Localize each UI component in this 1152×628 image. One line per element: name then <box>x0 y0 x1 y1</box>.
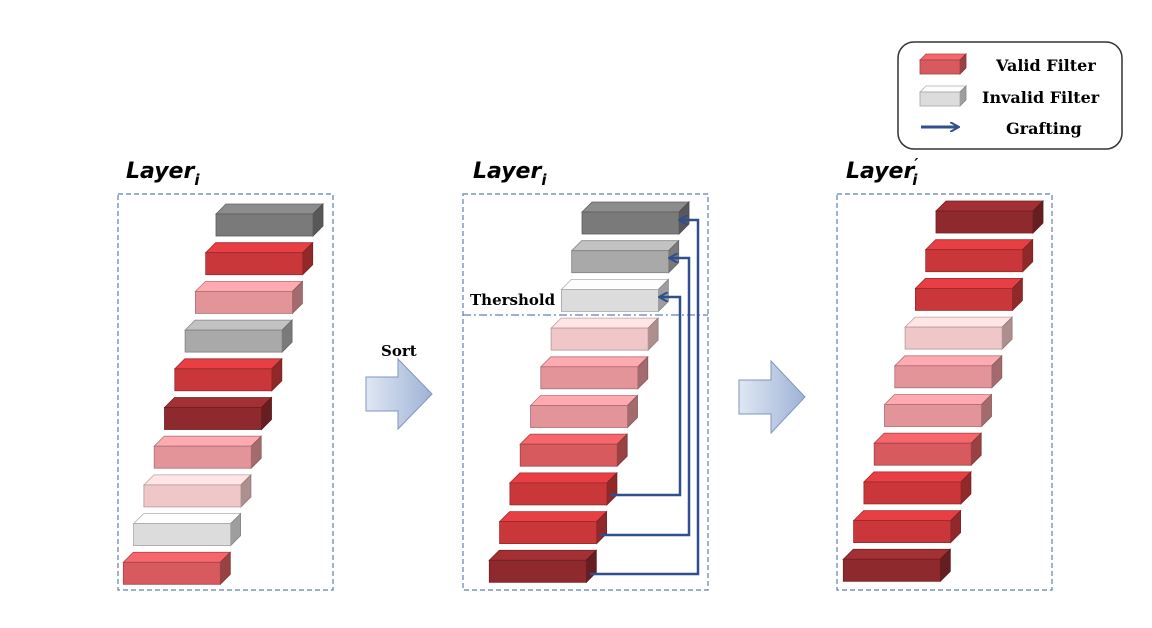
valid-filter-swatch-block <box>919 53 967 75</box>
left-filter-block <box>153 435 263 470</box>
legend-grafting-label: Grafting <box>1006 119 1082 138</box>
left-filter-block <box>163 396 273 431</box>
right-filter-stack <box>842 200 1044 583</box>
left-filter-block <box>132 512 242 547</box>
right-panel-frame <box>836 193 1053 591</box>
left-filter-block <box>122 551 232 586</box>
left-panel-title: Layeri <box>126 159 200 189</box>
middle-panel-frame <box>462 193 709 591</box>
grafting-arrow-1 <box>590 220 700 576</box>
threshold-label: Thershold <box>470 291 556 309</box>
right-filter-block <box>893 354 1003 389</box>
left-filter-block <box>215 203 324 237</box>
right-filter-block <box>904 316 1014 351</box>
middle-filter-block <box>508 471 618 506</box>
middle-filter-block <box>570 239 680 274</box>
middle-filter-block <box>560 278 670 313</box>
middle-filter-block <box>519 433 629 468</box>
left-filter-block <box>184 319 294 354</box>
left-filter-block <box>204 241 314 276</box>
left-panel-frame <box>117 193 334 591</box>
right-filter-block <box>883 393 993 428</box>
valid-filter-swatch <box>919 53 967 75</box>
middle-filter-block <box>550 317 660 352</box>
grafting-arrow-3 <box>610 297 682 497</box>
left-filter-block <box>194 280 304 315</box>
invalid-filter-swatch-block <box>919 85 967 107</box>
legend-invalid-label: Invalid Filter <box>982 88 1100 107</box>
right-filter-block <box>914 277 1024 312</box>
middle-filter-stack <box>488 201 690 584</box>
right-filter-block <box>873 432 983 467</box>
sort-label: Sort <box>381 342 417 360</box>
right-filter-block <box>924 238 1034 273</box>
middle-filter-block <box>529 394 639 429</box>
left-filter-block <box>142 473 252 508</box>
grafting-arrow-2 <box>600 258 691 537</box>
middle-filter-block <box>498 510 608 545</box>
legend: Valid Filter Invalid Filter Grafting <box>897 41 1123 150</box>
right-panel-title: Layer′i <box>846 155 918 189</box>
right-filter-block <box>862 470 972 505</box>
invalid-filter-swatch <box>919 85 967 107</box>
right-filter-block <box>852 509 962 544</box>
left-filter-stack <box>122 203 324 586</box>
middle-filter-block <box>581 201 690 235</box>
middle-filter-block <box>539 355 649 390</box>
right-filter-block <box>935 200 1044 234</box>
legend-valid-label: Valid Filter <box>995 56 1096 75</box>
sort-arrow-icon <box>365 357 433 431</box>
left-filter-block <box>173 357 283 392</box>
right-filter-block <box>842 548 952 583</box>
graft-result-arrow-icon <box>738 359 806 435</box>
grafting-arrows <box>590 220 700 576</box>
middle-filter-block <box>488 549 598 584</box>
middle-panel-title: Layeri <box>473 159 547 189</box>
